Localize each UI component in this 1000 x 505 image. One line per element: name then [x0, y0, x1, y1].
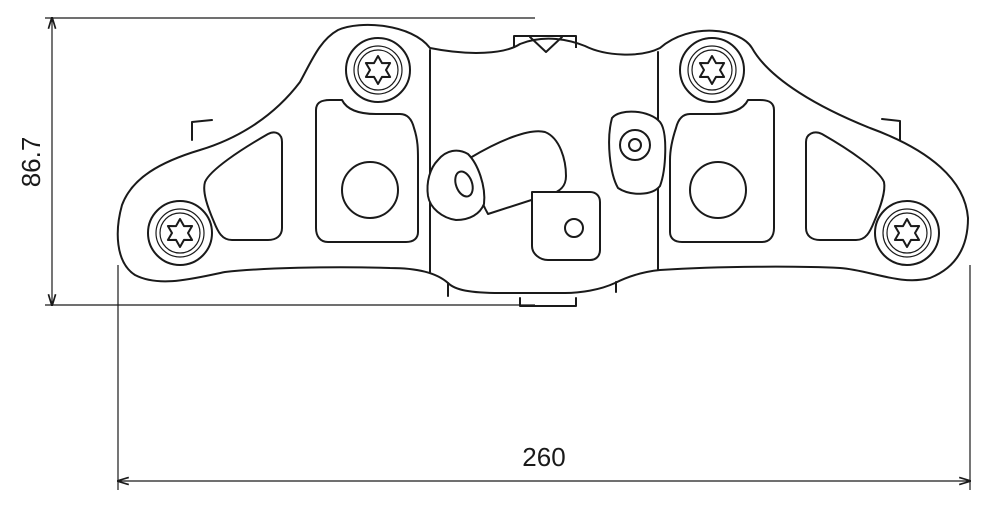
center-block: [531, 191, 601, 261]
bolt-top-left-ring: [345, 37, 411, 103]
caliper-body: [116, 23, 969, 307]
right-piston-bore: [689, 161, 747, 219]
bolt-top-left-ring: [357, 49, 399, 91]
bolt-top-right: [679, 37, 745, 103]
right-tab: [881, 118, 901, 141]
bolt-bottom-left-ring: [155, 208, 205, 258]
left-tab: [191, 119, 213, 141]
height-dimension-label: 86.7: [16, 137, 46, 188]
bolt-bottom-right-ring: [886, 212, 928, 254]
top-boss-notch: [529, 36, 563, 53]
width-dimension: 260: [118, 265, 970, 490]
bolt-top-left: [345, 37, 411, 103]
torx-icon: [364, 55, 392, 85]
bolt-bottom-right-ring: [882, 208, 932, 258]
right-outer-window: [805, 131, 886, 241]
bolt-bottom-left-ring: [147, 200, 213, 266]
bolt-bottom-left-ring: [159, 212, 201, 254]
outer-profile: [116, 23, 969, 294]
height-dimension: 86.7: [16, 18, 535, 305]
bolt-top-right-ring: [679, 37, 745, 103]
bolt-bottom-right-ring: [874, 200, 940, 266]
bolt-top-left-ring: [353, 45, 403, 95]
left-inner-window: [315, 99, 419, 243]
torx-icon: [698, 55, 726, 85]
bolt-top-right-ring: [687, 45, 737, 95]
right-inner-window: [669, 99, 775, 243]
left-outer-window: [203, 131, 283, 241]
left-piston-bore: [341, 161, 399, 219]
bolt-bottom-left: [147, 200, 213, 266]
fluid-inlet: [608, 110, 667, 195]
width-dimension-label: 260: [522, 442, 565, 472]
torx-icon: [893, 218, 921, 248]
bolt-top-right-ring: [691, 49, 733, 91]
bottom-boss: [519, 297, 577, 307]
bolt-bottom-right: [874, 200, 940, 266]
center-block-hole: [564, 218, 584, 238]
torx-icon: [166, 218, 194, 248]
